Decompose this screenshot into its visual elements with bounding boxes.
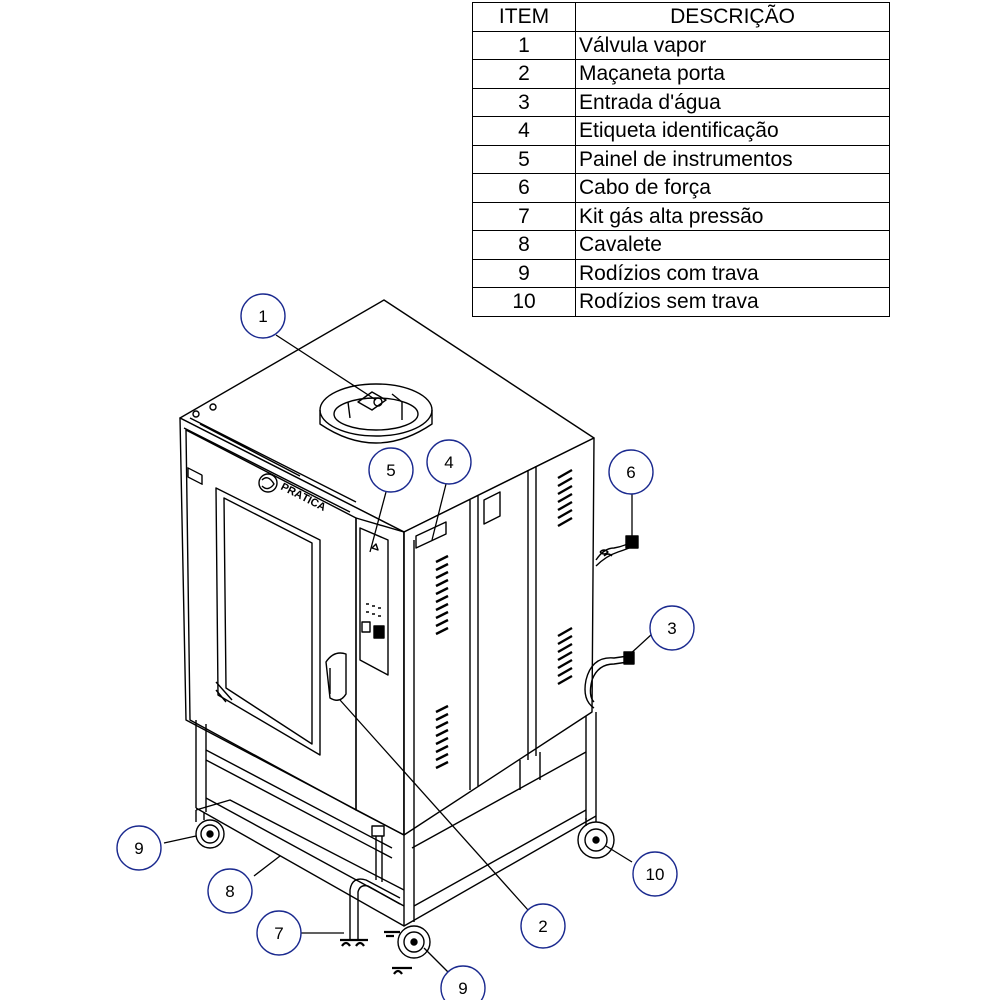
door-handle: [325, 652, 347, 701]
svg-text:5: 5: [386, 461, 395, 480]
leader-5: [369, 491, 387, 553]
item-column-header: ITEM: [472, 2, 576, 32]
callout-9-left: 9: [116, 825, 162, 871]
leader-lines: [163, 334, 653, 975]
panel-display: [361, 621, 371, 633]
door-top-rail: [183, 417, 357, 513]
power-cable: [595, 535, 639, 567]
caster-back-right: [577, 816, 615, 859]
callout-3: 3: [649, 605, 695, 651]
svg-text:10: 10: [646, 865, 665, 884]
description-column-header: DESCRIÇÃO: [575, 2, 890, 32]
caster-front-left: [195, 810, 225, 849]
leader-9b: [423, 947, 451, 975]
svg-text:3: 3: [667, 619, 676, 638]
side-plate: [483, 491, 501, 525]
panel-control-marks: [366, 603, 381, 617]
callout-6: 6: [608, 449, 654, 495]
callout-7: 7: [256, 910, 302, 956]
caster-front-right: [392, 925, 431, 975]
callout-bubbles: 1 2 3 4 5 6 7 8 9 10 9: [116, 293, 695, 1000]
water-inlet-hose: [584, 651, 635, 709]
leader-1: [275, 334, 377, 401]
door-window-inner: [223, 497, 313, 745]
instrument-panel: [359, 527, 389, 676]
oven-line-art: PRÁTICA: [179, 299, 639, 975]
item-number: 2: [472, 59, 576, 89]
item-description: Rodízios sem trava: [575, 287, 890, 317]
leader-10: [605, 845, 633, 863]
callout-9-right: 9: [440, 965, 486, 1000]
svg-text:7: 7: [274, 924, 283, 943]
item-number: 5: [472, 144, 576, 174]
item-description: Maçaneta porta: [575, 59, 890, 89]
svg-text:1: 1: [258, 307, 267, 326]
callout-10: 10: [632, 851, 678, 897]
leader-9a: [163, 835, 197, 844]
panel-display-2: [373, 625, 385, 639]
steam-valve: [319, 383, 433, 444]
item-number: 3: [472, 87, 576, 117]
leader-3: [627, 633, 653, 657]
svg-text:8: 8: [225, 882, 234, 901]
side-vents: [435, 468, 573, 770]
callout-1: 1: [240, 293, 286, 339]
item-description: Kit gás alta pressão: [575, 201, 890, 231]
svg-text:9: 9: [134, 839, 143, 858]
callout-5: 5: [368, 447, 414, 493]
svg-text:9: 9: [458, 979, 467, 998]
leader-4: [431, 483, 447, 541]
panel-top-icon: [371, 543, 379, 551]
door-window: [215, 487, 321, 756]
callout-4: 4: [426, 439, 472, 485]
table-header-row: ITEM DESCRIÇÃO: [472, 2, 890, 32]
item-number: 10: [472, 287, 576, 317]
callout-2: 2: [520, 903, 566, 949]
door-small-plate: [187, 467, 203, 485]
gas-kit: [340, 825, 401, 947]
side-panel-dividers: [413, 466, 537, 830]
leader-8: [253, 855, 281, 877]
svg-text:6: 6: [626, 463, 635, 482]
callout-8: 8: [207, 868, 253, 914]
leader-2: [339, 699, 529, 911]
item-description: Cabo de força: [575, 173, 890, 203]
logo-mark: [258, 473, 278, 493]
svg-text:4: 4: [444, 453, 453, 472]
window-corner-mark: [215, 681, 233, 703]
svg-text:2: 2: [538, 917, 547, 936]
